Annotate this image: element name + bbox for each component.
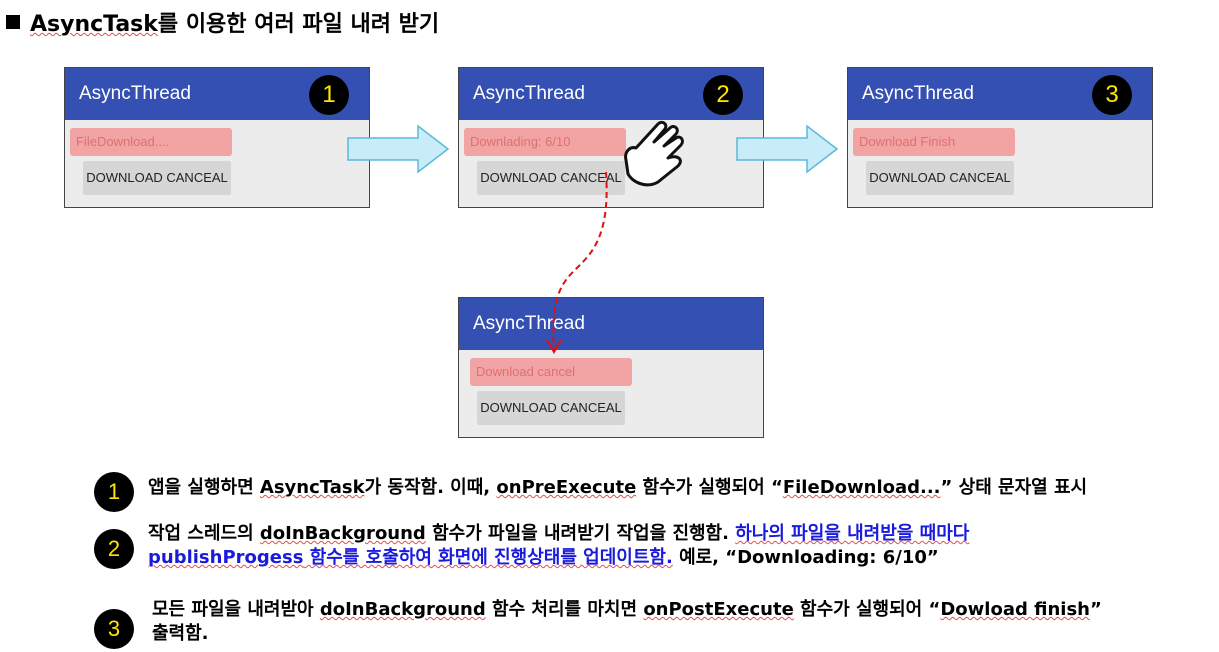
title-highlight: AsyncTask — [30, 12, 158, 37]
screen-cancel: AsyncThread Download cancel DOWNLOAD CAN… — [458, 297, 764, 438]
note-2-line-1: 작업 스레드의 doInBackground 함수가 파일을 내려받기 작업을 … — [148, 523, 969, 545]
download-cancel-button[interactable]: DOWNLOAD CANCEAL — [866, 161, 1014, 195]
note-text: 예로, “Downloading: 6/10” — [672, 547, 939, 568]
note-3-line-2: 출력함. — [152, 623, 209, 645]
app-title: AsyncThread — [862, 83, 974, 104]
note-3-line-1: 모든 파일을 내려받아 doInBackground 함수 처리를 마치면 on… — [152, 599, 1102, 621]
status-text: Download cancel — [470, 358, 632, 386]
step-badge: 2 — [94, 529, 134, 569]
note-text: 출력함. — [152, 623, 209, 644]
step-badge: 1 — [309, 75, 349, 115]
note-text: ” 상태 문자열 표시 — [940, 477, 1088, 498]
app-title: AsyncThread — [473, 313, 585, 334]
note-text: 함수가 파일을 내려받기 작업을 진행함. — [425, 523, 736, 544]
app-title: AsyncThread — [473, 83, 585, 104]
cancel-connector-arrow — [546, 171, 608, 354]
screen-2: AsyncThread 2 Downlading: 6/10 DOWNLOAD … — [458, 67, 764, 208]
step-badge: 3 — [1092, 75, 1132, 115]
note-keyword: Dowload finish — [940, 599, 1090, 620]
note-keyword: doInBackground — [319, 599, 486, 620]
step-badge: 1 — [94, 472, 134, 512]
note-text: ” — [1089, 599, 1102, 620]
hand-pointer-icon — [624, 120, 684, 187]
note-1-line-1: 앱을 실행하면 AsyncTask가 동작함. 이때, onPreExecute… — [148, 477, 1087, 499]
note-text: 앱을 실행하면 — [148, 477, 260, 498]
note-text: 함수가 실행되어 “ — [793, 599, 941, 620]
download-cancel-button[interactable]: DOWNLOAD CANCEAL — [83, 161, 231, 195]
download-cancel-button[interactable]: DOWNLOAD CANCEAL — [477, 161, 625, 195]
page-title: AsyncTask를 이용한 여러 파일 내려 받기 — [6, 6, 439, 38]
app-bar: AsyncThread 3 — [848, 68, 1152, 120]
note-text: 함수 처리를 마치면 — [485, 599, 644, 620]
screen-3: AsyncThread 3 Download Finish DOWNLOAD C… — [847, 67, 1153, 208]
note-keyword: onPreExecute — [496, 477, 637, 498]
status-text: FileDownload.... — [70, 128, 232, 156]
note-highlight: 하나의 파일을 내려받을 때마다 — [735, 523, 970, 544]
note-text: 작업 스레드의 — [148, 523, 260, 544]
right-arrow-icon — [347, 124, 450, 174]
note-highlight: 함수를 호출하여 화면에 진행상태를 업데이트함. — [303, 547, 673, 568]
note-text: 모든 파일을 내려받아 — [152, 599, 320, 620]
app-bar: AsyncThread 1 — [65, 68, 369, 120]
download-cancel-button[interactable]: DOWNLOAD CANCEAL — [477, 391, 625, 425]
note-keyword: onPostExecute — [643, 599, 794, 620]
note-text: 가 동작함. 이때, — [364, 477, 497, 498]
note-keyword: FileDownload... — [782, 477, 941, 498]
app-bar: AsyncThread — [459, 298, 763, 350]
note-keyword: doInBackground — [259, 523, 426, 544]
app-bar: AsyncThread 2 — [459, 68, 763, 120]
screen-1: AsyncThread 1 FileDownload.... DOWNLOAD … — [64, 67, 370, 208]
status-text: Download Finish — [853, 128, 1015, 156]
note-text: 함수가 실행되어 “ — [636, 477, 783, 498]
square-bullet-icon — [6, 15, 20, 29]
note-keyword: AsyncTask — [259, 477, 365, 498]
step-badge: 3 — [94, 609, 134, 649]
note-2-line-2: publishProgess 함수를 호출하여 화면에 진행상태를 업데이트함.… — [148, 547, 939, 569]
status-text: Downlading: 6/10 — [464, 128, 626, 156]
right-arrow-icon — [736, 124, 839, 174]
step-badge: 2 — [703, 75, 743, 115]
app-title: AsyncThread — [79, 83, 191, 104]
note-keyword: publishProgess — [148, 547, 304, 568]
title-rest: 를 이용한 여러 파일 내려 받기 — [157, 12, 440, 37]
